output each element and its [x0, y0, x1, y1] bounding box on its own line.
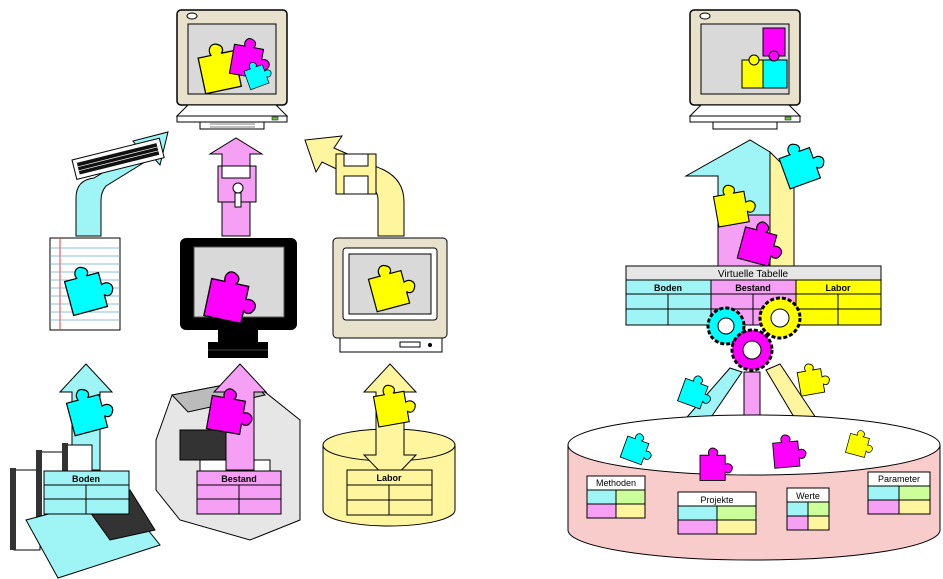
monitor-top-left-icon [177, 10, 287, 129]
methoden-table: Methoden [587, 476, 645, 518]
projekte-label: Projekte [700, 495, 733, 505]
monitor-top-right-icon [690, 10, 800, 129]
boden-label: Boden [72, 474, 100, 484]
werte-table: Werte [787, 488, 829, 530]
black-monitor-icon [180, 238, 297, 358]
notepad-icon [50, 238, 120, 330]
projekte-table: Projekte [678, 492, 756, 534]
vt-col-labor: Labor [825, 283, 850, 293]
floppy-disk-icon [336, 154, 376, 194]
boden-table: Boden [44, 471, 129, 514]
virtual-table: Virtuelle Tabelle Boden Bestand Labor [626, 266, 881, 325]
vt-col-bestand: Bestand [735, 283, 771, 293]
virtual-table-title: Virtuelle Tabelle [718, 269, 789, 280]
parameter-table: Parameter [868, 472, 930, 514]
werte-label: Werte [796, 491, 820, 501]
key-disk-icon [218, 166, 256, 207]
vt-col-boden: Boden [654, 283, 682, 293]
labor-label: Labor [376, 473, 401, 483]
parameter-label: Parameter [878, 474, 920, 484]
bestand-table: Bestand [197, 471, 281, 514]
labor-table: Labor [347, 470, 432, 515]
bestand-label: Bestand [221, 474, 257, 484]
desktop-computer-icon [333, 238, 447, 352]
methoden-label: Methoden [596, 478, 636, 488]
